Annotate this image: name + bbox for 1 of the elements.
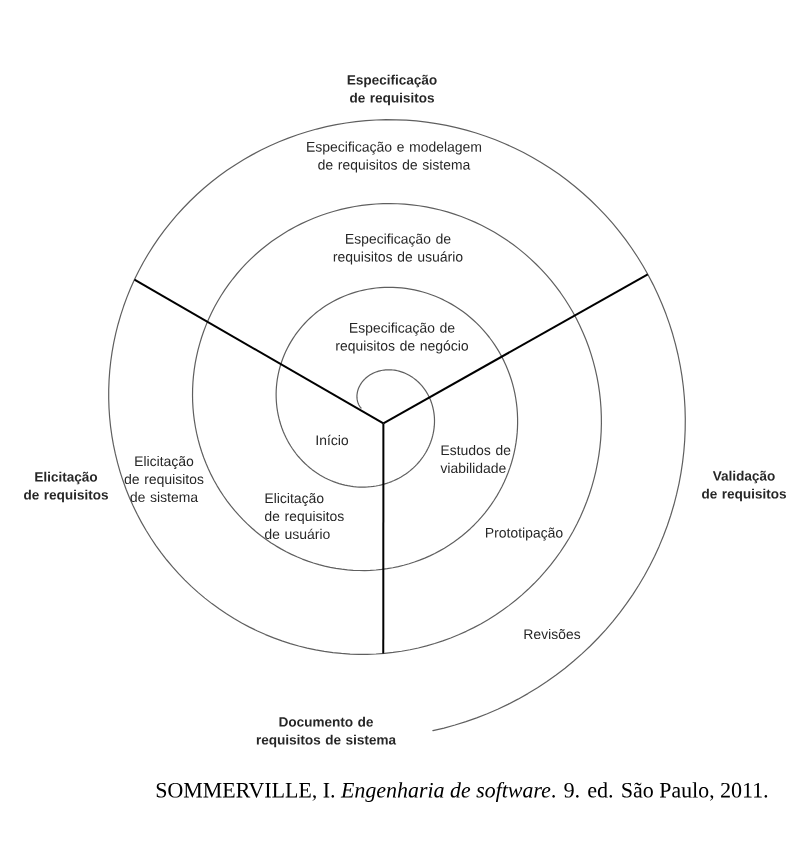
caption: SOMMERVILLE, I. Engenharia de software. 9. ed. São Paulo, 2011. [156, 781, 768, 803]
